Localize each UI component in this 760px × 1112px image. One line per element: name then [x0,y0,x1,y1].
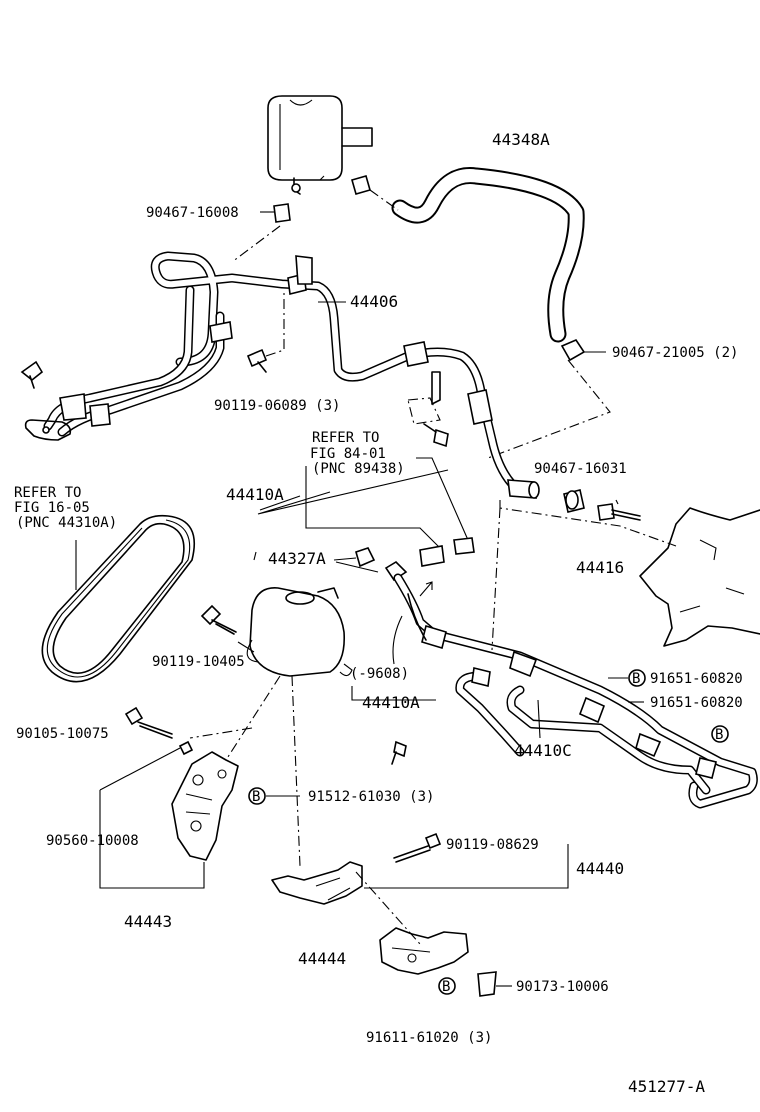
figure-code: 451277-A [628,1077,705,1096]
b-marker-label: B [715,727,723,743]
union-fittings [384,537,475,582]
reservoir-tank [267,95,373,195]
bracket-44444 [379,927,469,975]
label-refer-fig16-line1: REFER TO [14,485,81,501]
label-90467-16031: 90467-16031 [534,461,627,477]
label-44348a: 44348A [492,130,550,149]
bolt-90119-08629 [393,832,442,863]
label-91512-61030: 91512-61030 (3) [308,789,434,805]
b-marker-91651-a: B [628,669,646,687]
label-90105-10075: 90105-10075 [16,726,109,742]
gear-box-link [499,500,677,547]
label-44444: 44444 [298,949,346,968]
label-90467-16008: 90467-16008 [146,205,239,221]
union-bolt-44416 [597,503,641,521]
b-marker-label: B [252,789,260,805]
vane-pump [246,587,353,677]
bracket-44440 [271,861,363,905]
label-refer-fig16-line2: FIG 16-05 [14,500,90,516]
label-range-9608: (-9608) [350,666,409,682]
clip-90173-10006 [477,971,497,997]
washer-44327a [355,547,376,568]
label-refer-fig16-line3: (PNC 44310A) [16,515,117,531]
pressure-pipe-44406 [20,251,540,499]
label-refer-fig84-line2: FIG 84-01 [310,446,386,462]
b-marker-label: B [632,671,640,687]
label-44406: 44406 [350,292,398,311]
label-91651-60820-a: 91651-60820 [650,671,743,687]
label-44410c: 44410C [514,741,572,760]
label-90173-10006: 90173-10006 [516,979,609,995]
label-44416: 44416 [576,558,624,577]
label-44443: 44443 [124,912,172,931]
bolt-90105-10075 [124,706,173,739]
bracket-bolt [423,423,449,448]
pump-bracket-44443 [171,751,239,861]
b-marker-91512: B [248,787,266,805]
label-90119-10405: 90119-10405 [152,654,245,670]
nut-90560-10008 [178,740,194,756]
b-marker-91611: B [438,977,456,995]
label-91611-61020: 91611-61020 (3) [366,1030,492,1046]
b-marker-label: B [442,979,450,995]
label-90467-21005: 90467-21005 (2) [612,345,738,361]
label-91651-60820-b: 91651-60820 [650,695,743,711]
label-refer-fig84-line1: REFER TO [312,430,379,446]
label-44327a: 44327A [268,549,326,568]
hose-clamp-90467-16008 [273,203,291,223]
label-90119-06089: 90119-06089 (3) [214,398,340,414]
label-44410a-top: 44410A [226,485,284,504]
label-44410a-mid: 44410A [362,693,420,712]
union-90467-16031 [563,489,585,513]
label-90560-10008: 90560-10008 [46,833,139,849]
label-44440: 44440 [576,859,624,878]
pressure-hose-44410a [392,573,758,809]
leader-lines [75,211,644,987]
label-90119-08629: 90119-08629 [446,837,539,853]
b-marker-91651-b: B [711,725,729,743]
return-hose-44348a [369,167,611,459]
steering-gear-housing [639,507,760,647]
bolt-90119-10405 [200,604,237,635]
bolt-90119-06089 [246,290,285,373]
bolt-44410a [351,686,436,765]
drive-belt [41,514,196,683]
refer-84-bracket [305,466,441,549]
label-refer-fig84-line3: (PNC 89438) [312,461,405,477]
